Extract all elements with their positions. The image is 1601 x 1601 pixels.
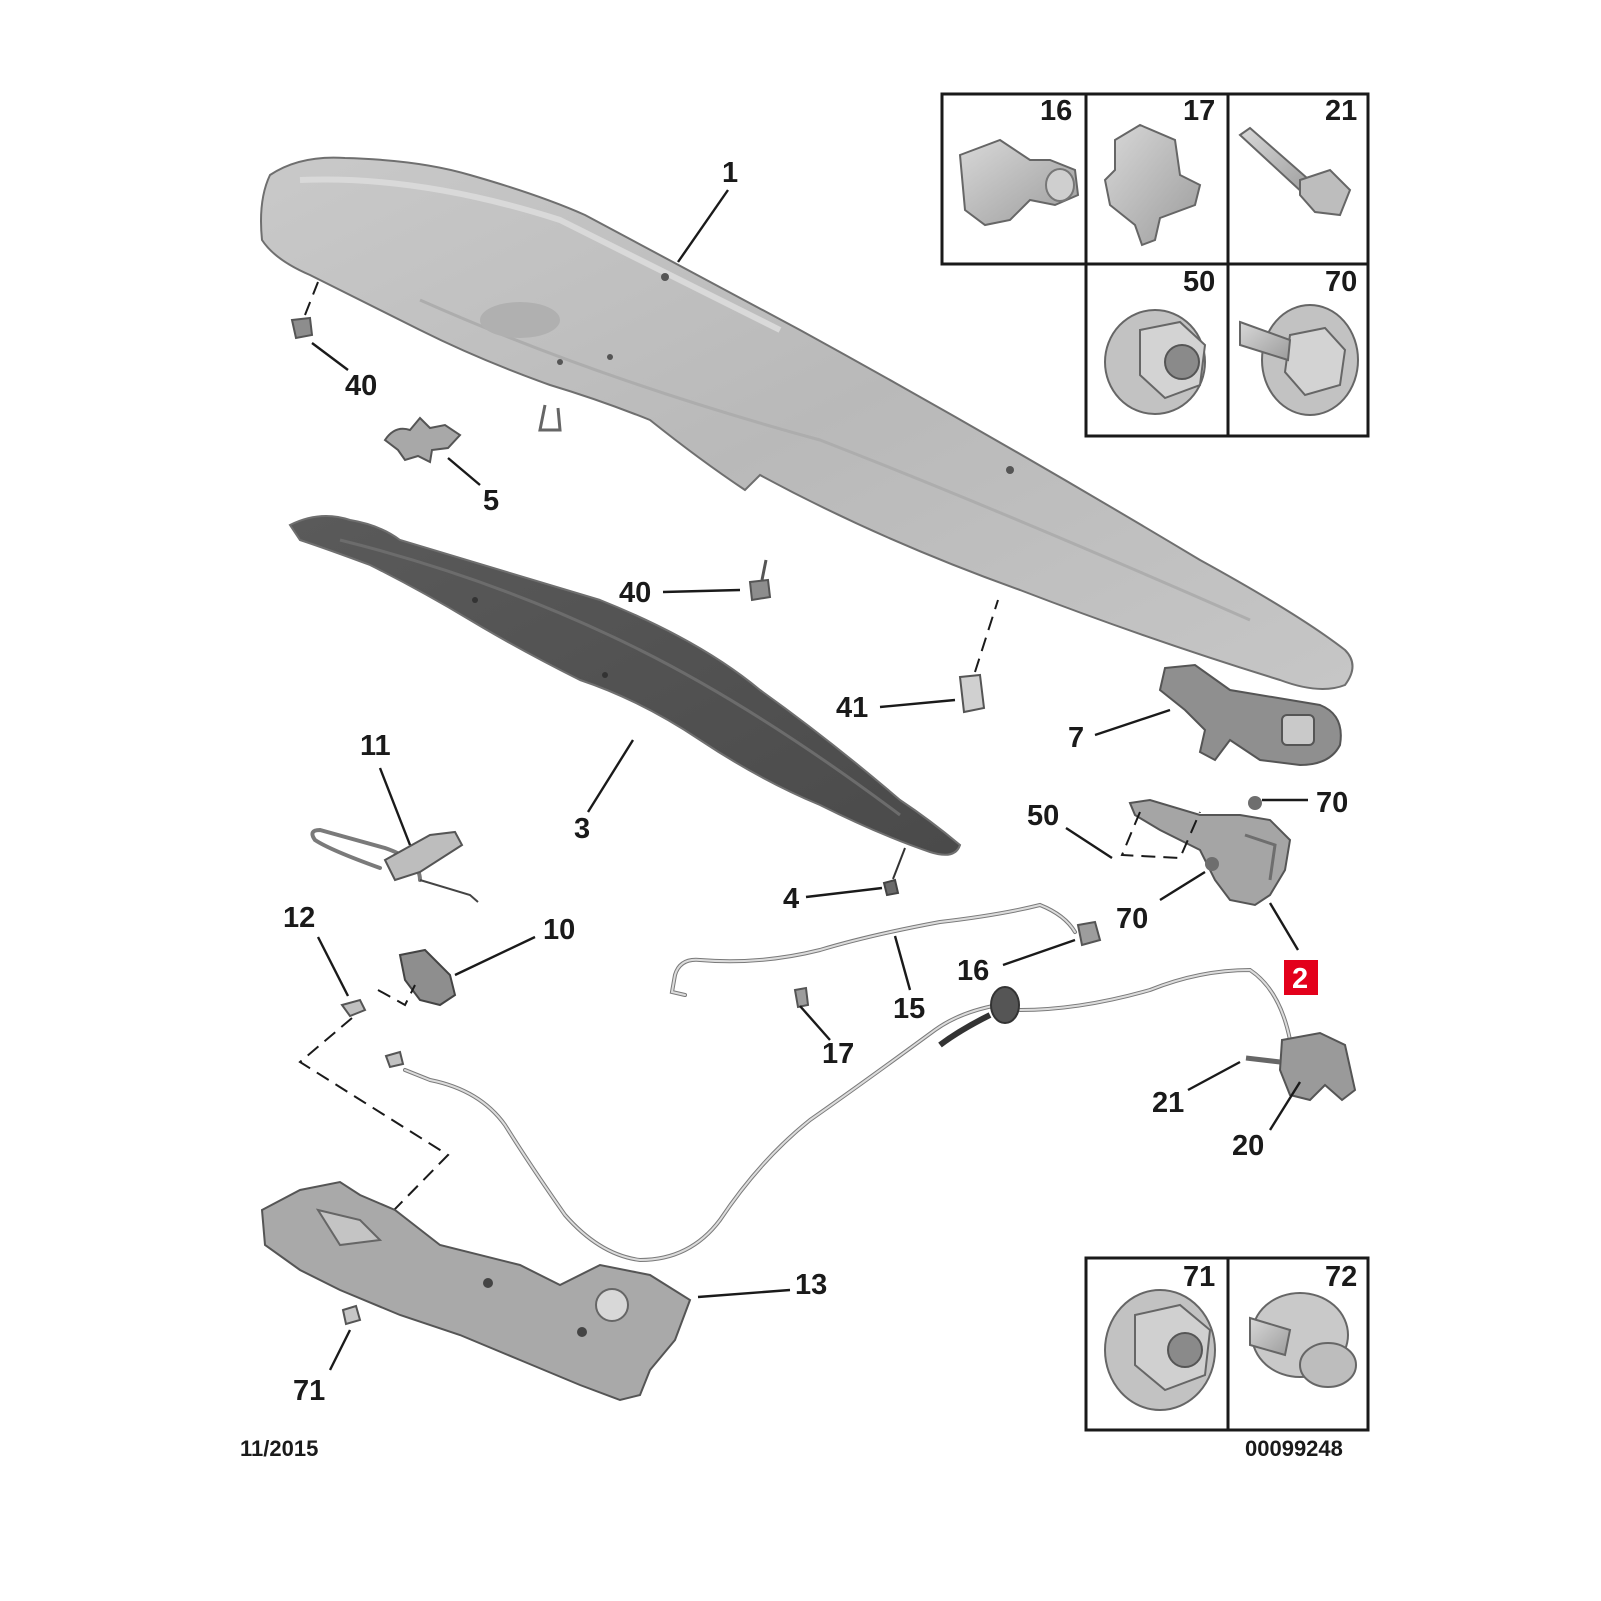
- clip-16-icon: [958, 138, 1080, 227]
- bonnet-panel: [260, 156, 1354, 690]
- safety-catch-10: [377, 948, 457, 1007]
- nut-71-icon: [1104, 1289, 1216, 1411]
- table-label-17: 17: [1183, 95, 1215, 127]
- insulation-pad: [288, 515, 962, 856]
- callout-40-upper: 40: [345, 370, 377, 402]
- cross-member-13: [260, 1180, 692, 1402]
- screw-21: [1245, 1055, 1281, 1065]
- bonnet-bumper-lower: [748, 559, 772, 602]
- callout-7: 7: [1068, 722, 1084, 754]
- callout-71: 71: [293, 1375, 325, 1407]
- reference-number: 00099248: [1245, 1436, 1343, 1461]
- release-cable: [384, 967, 1292, 1263]
- release-lever-20: [1278, 1031, 1357, 1102]
- pin-12: [298, 998, 450, 1261]
- callout-20: 20: [1232, 1130, 1264, 1162]
- callout-40-lower: 40: [619, 577, 651, 609]
- callout-4: 4: [783, 883, 799, 915]
- nut-50-icon: [1104, 309, 1207, 415]
- emblem-badge: [383, 416, 462, 464]
- callout-11: 11: [360, 730, 391, 762]
- callout-15: 15: [893, 993, 925, 1025]
- callout-10: 10: [543, 914, 575, 946]
- bonnet-stop-41: [958, 599, 999, 714]
- table-label-50: 50: [1183, 266, 1215, 298]
- callout-2: 2: [1292, 963, 1308, 995]
- clip-17-icon: [1103, 123, 1202, 247]
- callout-50: 50: [1027, 800, 1059, 832]
- push-clip-72-icon: [1249, 1292, 1357, 1388]
- support-rod-15: [669, 902, 1102, 1009]
- lock-bracket-7: [1158, 663, 1342, 767]
- callout-70-lower: 70: [1116, 903, 1148, 935]
- callout-70-upper: 70: [1316, 787, 1348, 819]
- screw-21-icon: [1238, 126, 1352, 217]
- callout-1: 1: [722, 157, 738, 189]
- fastener-table-bottom: 71 72: [1084, 1256, 1370, 1432]
- leader-lines: [311, 189, 1308, 1371]
- callout-5: 5: [483, 485, 499, 517]
- bonnet-bumper-upper: [290, 281, 319, 340]
- callout-17: 17: [822, 1038, 854, 1070]
- callout-16: 16: [957, 955, 989, 987]
- switch-harness-11: [310, 827, 479, 903]
- nut-71-callout-part: [341, 1304, 362, 1326]
- callout-21: 21: [1152, 1087, 1184, 1119]
- table-label-71: 71: [1183, 1261, 1215, 1293]
- callout-2-highlight: 2: [1284, 960, 1318, 995]
- callout-12: 12: [283, 902, 315, 934]
- date-code: 11/2015: [240, 1436, 318, 1461]
- table-label-72: 72: [1325, 1261, 1357, 1293]
- callout-3: 3: [574, 813, 590, 845]
- table-label-21: 21: [1325, 95, 1357, 127]
- bolt-70-icon: [1239, 304, 1359, 416]
- callout-13: 13: [795, 1269, 827, 1301]
- callout-41: 41: [836, 692, 868, 724]
- table-label-70: 70: [1325, 266, 1357, 298]
- bonnet-lock-2: [1120, 796, 1292, 907]
- clip-4: [882, 847, 906, 897]
- highlight-box: [1284, 960, 1318, 995]
- table-label-16: 16: [1040, 95, 1072, 127]
- fastener-table-top: 16 17 21 50 70: [940, 92, 1370, 438]
- callout-labels: 1 40 5 40 41 7 11 3 50 70 4 70 12 10 16 …: [283, 157, 1348, 1407]
